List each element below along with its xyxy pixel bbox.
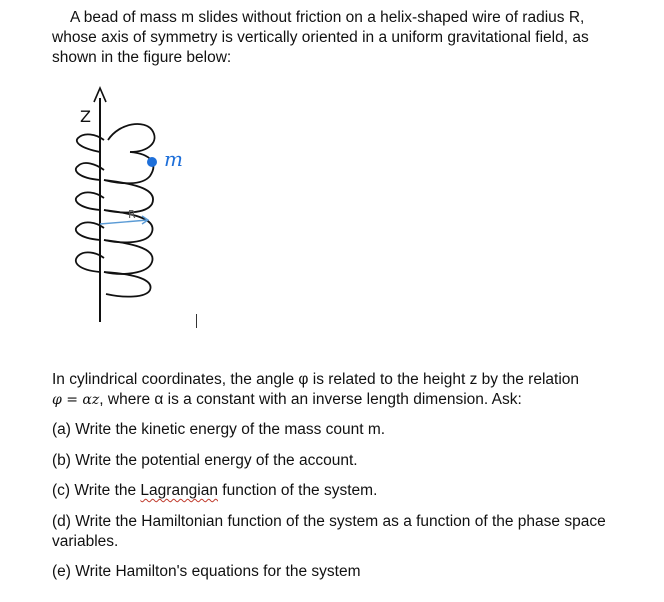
helix-figure: Z R m (74, 85, 183, 322)
question-b: (b) Write the potential energy of the ac… (52, 452, 358, 469)
question-d: (d) Write the Hamiltonian function of th… (52, 513, 606, 550)
relation-paragraph: In cylindrical coordinates, the angle φ … (52, 370, 632, 410)
radius-arrowhead (141, 215, 150, 225)
question-e: (e) Write Hamilton's equations for the s… (52, 563, 361, 580)
z-axis-label: Z (80, 107, 91, 126)
question-c: (c) Write the Lagrangian function of the… (52, 481, 632, 501)
text-cursor (196, 314, 197, 328)
radius-line (99, 219, 149, 225)
z-axis-arrowhead (93, 85, 107, 103)
spellcheck-word[interactable]: Lagrangian (140, 482, 218, 499)
mass-label: m (164, 147, 183, 171)
question-c-after: function of the system. (218, 482, 378, 499)
relation-equation: φ = αz (52, 392, 100, 408)
relation-text-after: , where α is a constant with an inverse … (99, 391, 522, 408)
bead (147, 157, 157, 167)
problem-intro: A bead of mass m slides without friction… (52, 9, 589, 66)
helix-wire (74, 123, 156, 298)
question-c-before: (c) Write the (52, 482, 141, 499)
radius-label: R (128, 208, 136, 221)
question-a: (a) Write the kinetic energy of the mass… (52, 421, 386, 438)
relation-text-before: In cylindrical coordinates, the angle φ … (52, 371, 580, 388)
